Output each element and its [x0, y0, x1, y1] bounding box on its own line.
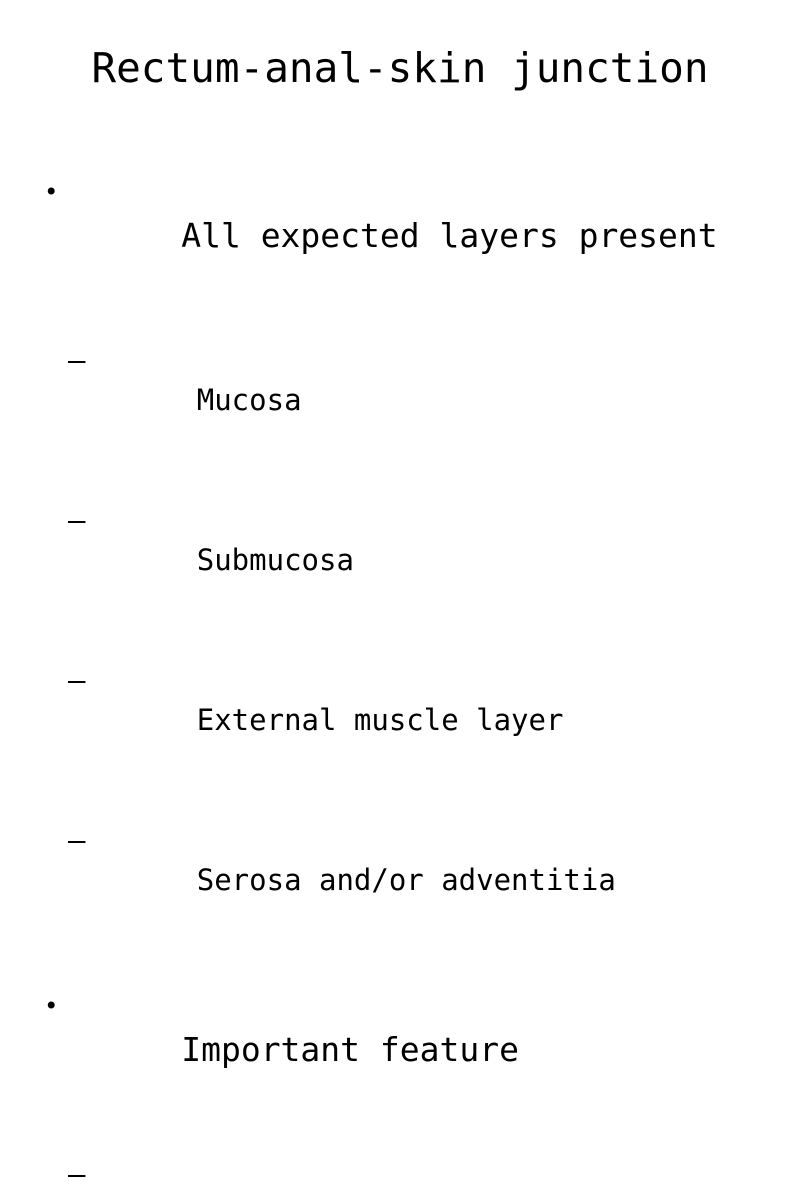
outline-item-label: Submucosa	[196, 543, 354, 577]
outline-item-level2: – Submucosa	[0, 460, 800, 620]
outline-item-level2: – External muscle layer	[0, 620, 800, 780]
outline-item-label: Serosa and/or adventitia	[196, 863, 616, 897]
page-title: Rectum-anal-skin junction	[91, 44, 709, 92]
outline-item-level2: – Mucosa	[0, 300, 800, 460]
presentation-slide: Rectum-anal-skin junction • All expected…	[44, 44, 718, 1200]
outline-item-level2: – Transition	[0, 1114, 800, 1200]
bullet-dash-icon: –	[68, 503, 86, 537]
outline-item-label: External muscle layer	[196, 703, 564, 737]
slide-body-outline: • All expected layers present – Mucosa –…	[0, 128, 800, 1200]
bullet-dot-icon: •	[44, 992, 59, 1020]
outline-item-label: Mucosa	[196, 383, 302, 417]
outline-item-label: Important feature	[181, 1030, 519, 1069]
outline-item-level1: • All expected layers present	[0, 128, 800, 300]
outline-item-label: All expected layers present	[181, 216, 718, 255]
bullet-dash-icon: –	[68, 343, 86, 377]
outline-item-level1: • Important feature	[0, 942, 800, 1114]
bullet-dot-icon: •	[44, 178, 59, 206]
bullet-dash-icon: –	[68, 663, 86, 697]
bullet-dash-icon: –	[68, 823, 86, 857]
outline-item-label: Transition	[197, 1194, 372, 1200]
outline-item-level2: – Serosa and/or adventitia	[0, 780, 800, 940]
bullet-dash-icon: –	[68, 1157, 86, 1191]
